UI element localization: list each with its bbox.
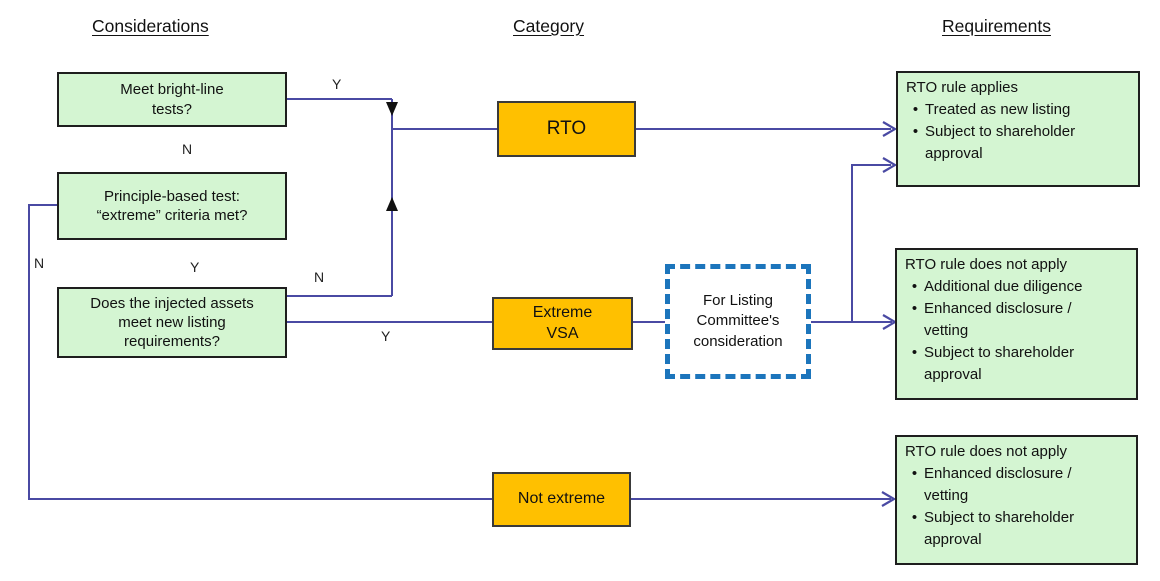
label-principle-no: N — [34, 255, 45, 271]
arrowhead-branch-into-req-rto — [882, 157, 898, 173]
req-not-extreme-title: RTO rule does not apply — [905, 443, 1068, 460]
requirements-header: Requirements — [942, 16, 1051, 36]
box-req-extreme: RTO rule does not apply • Additional due… — [895, 248, 1138, 400]
category-header: Category — [513, 16, 585, 36]
bullet-icon: • — [911, 509, 918, 527]
box-category-rto: RTO — [497, 101, 636, 157]
box-injected-assets: Does the injected assets meet new listin… — [57, 287, 287, 358]
arrowhead-junction-down — [386, 102, 398, 116]
req-rto-bullet: • Treated as new listing — [906, 99, 1132, 121]
box-category-extreme-vsa: Extreme VSA — [492, 297, 633, 350]
box-bright-line-tests: Meet bright-line tests? — [57, 72, 287, 127]
box-principle-based-test: Principle-based test: “extreme” criteria… — [57, 172, 287, 240]
arrowhead-into-req-not-extreme — [881, 491, 897, 507]
bullet-icon: • — [911, 344, 918, 362]
wire-not-extreme-row — [28, 204, 891, 500]
req-extreme-bullet: • Enhanced disclosure / vetting — [905, 298, 1130, 342]
req-extreme-bullet: • Additional due diligence — [905, 276, 1130, 298]
bullet-icon: • — [911, 465, 918, 483]
bullet-icon: • — [912, 101, 919, 119]
label-injected-no: N — [314, 269, 325, 285]
box-listing-committee: For Listing Committee's consideration — [665, 264, 811, 379]
arrowhead-junction-up — [386, 197, 398, 211]
label-principle-yes: Y — [190, 259, 200, 275]
bullet-icon: • — [911, 300, 918, 318]
label-bright-line-yes: Y — [332, 76, 342, 92]
req-rto-bullet: • Subject to shareholder approval — [906, 121, 1132, 165]
arrowhead-into-req-rto — [882, 121, 898, 137]
bullet-icon: • — [911, 278, 918, 296]
req-extreme-bullet: • Subject to shareholder approval — [905, 342, 1130, 386]
box-req-not-extreme: RTO rule does not apply • Enhanced discl… — [895, 435, 1138, 565]
considerations-header: Considerations — [92, 16, 209, 36]
box-req-rto: RTO rule applies • Treated as new listin… — [896, 71, 1140, 187]
req-not-extreme-bullet: • Enhanced disclosure / vetting — [905, 463, 1130, 507]
req-extreme-title: RTO rule does not apply — [905, 256, 1068, 273]
req-rto-title: RTO rule applies — [906, 79, 1019, 96]
req-not-extreme-bullet: • Subject to shareholder approval — [905, 507, 1130, 551]
label-bright-line-no: N — [182, 141, 193, 157]
wire-committee-up-branch — [851, 164, 891, 322]
bullet-icon: • — [912, 123, 919, 141]
box-category-not-extreme: Not extreme — [492, 472, 631, 527]
label-injected-yes: Y — [381, 328, 391, 344]
